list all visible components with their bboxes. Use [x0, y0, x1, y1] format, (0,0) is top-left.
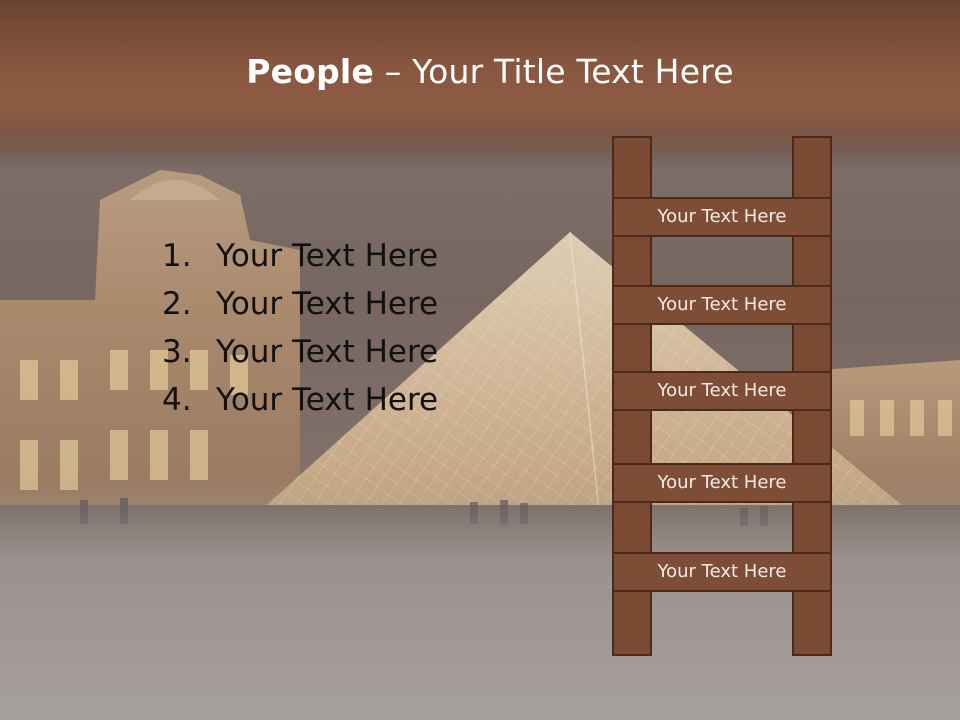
list-item: 1. Your Text Here: [162, 232, 438, 280]
ladder-rung: Your Text Here: [612, 371, 832, 411]
slide-title: People – Your Title Text Here: [0, 52, 960, 91]
header-band: [0, 0, 960, 160]
list-number: 2.: [162, 286, 192, 322]
list-item: 2. Your Text Here: [162, 280, 438, 328]
title-rest: – Your Title Text Here: [374, 52, 734, 91]
list-text: Your Text Here: [216, 382, 439, 418]
list-item: 4. Your Text Here: [162, 376, 438, 424]
numbered-list: 1. Your Text Here 2. Your Text Here 3. Your…: [162, 232, 438, 424]
ladder-rung: Your Text Here: [612, 463, 832, 503]
list-number: 3.: [162, 334, 192, 370]
list-text: Your Text Here: [216, 334, 439, 370]
list-number: 4.: [162, 382, 192, 418]
list-text: Your Text Here: [216, 238, 439, 274]
list-item: 3. Your Text Here: [162, 328, 438, 376]
list-number: 1.: [162, 238, 192, 274]
ladder-rung: Your Text Here: [612, 197, 832, 237]
list-text: Your Text Here: [216, 286, 439, 322]
ladder-rung: Your Text Here: [612, 285, 832, 325]
ladder-rung: Your Text Here: [612, 552, 832, 592]
title-bold: People: [246, 52, 375, 91]
